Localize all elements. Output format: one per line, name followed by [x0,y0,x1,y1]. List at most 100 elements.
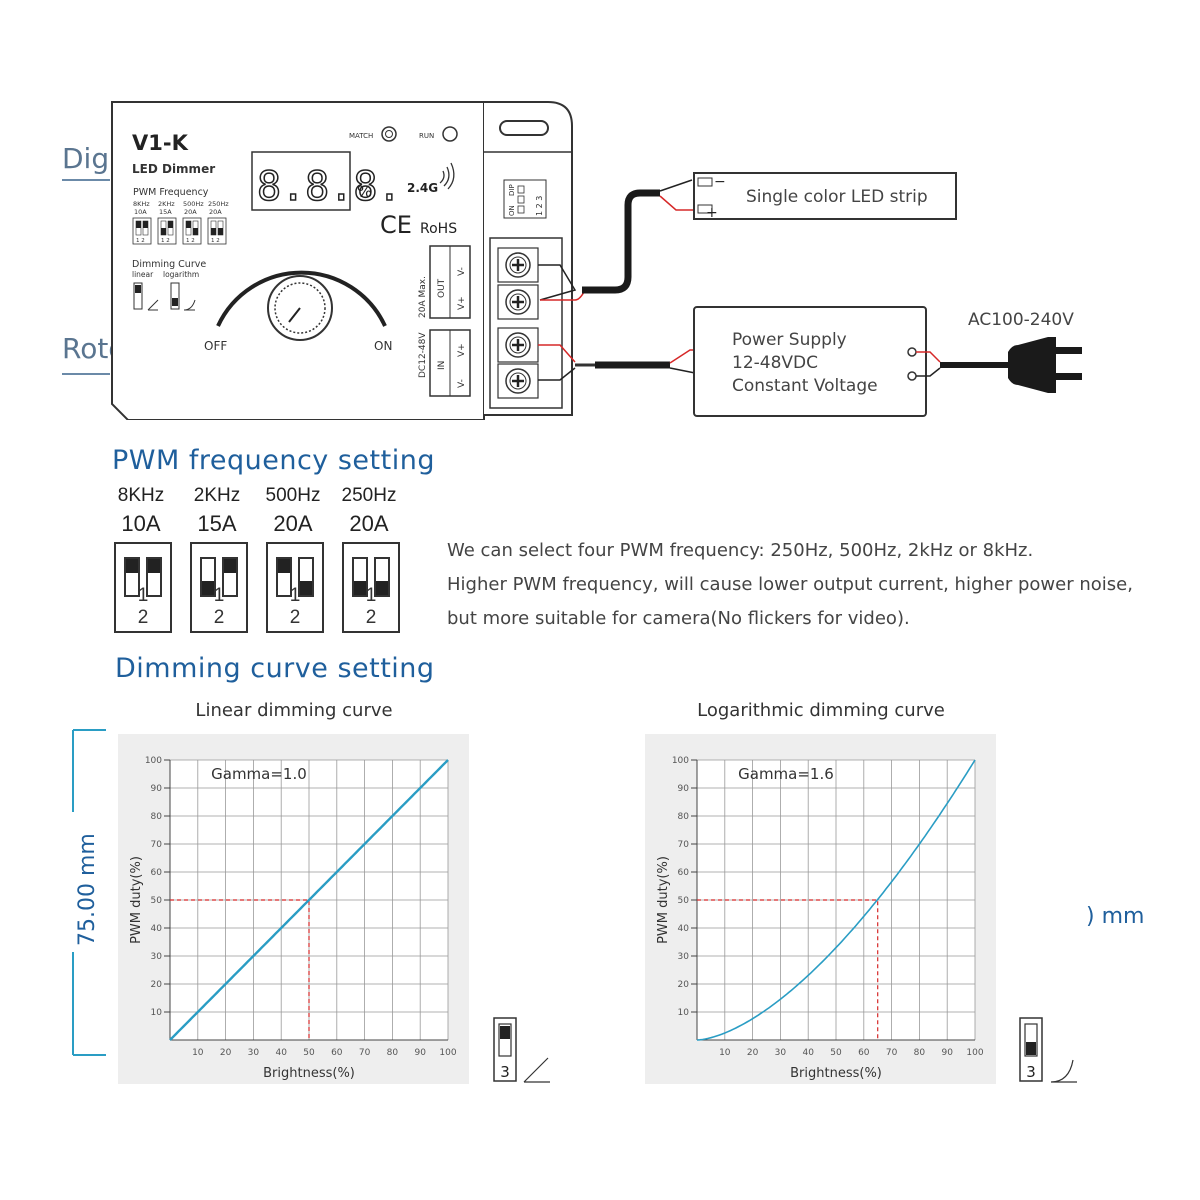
pwm-dip-switch[interactable]: 1 2 [114,542,172,633]
y-tick-label: 60 [151,868,163,878]
dimension-marker-left: 75.00 mm [69,729,106,1056]
dip-toggle[interactable] [124,557,140,597]
dip-toggle-knob [224,559,236,573]
y-tick-label: 30 [151,952,163,962]
pwm-description-line-3: but more suitable for camera(No flickers… [447,608,910,629]
x-tick-label: 20 [220,1048,232,1058]
dimension-label-right: ) mm [1086,904,1145,929]
x-tick-label: 80 [914,1048,926,1058]
out-vminus: V- [457,267,467,276]
cropped-label-digi: Digi [62,142,117,175]
terminal-screws [497,247,539,399]
x-tick-label: 90 [414,1048,426,1058]
small-freq-label: 500Hz [183,200,204,208]
pwm-option-current: 20A [349,511,389,536]
pwm-option-label: 8KHz 10A [108,485,174,537]
x-tick-label: 60 [858,1048,870,1058]
y-tick-label: 70 [678,840,690,850]
dip-toggle-knob [1026,1042,1036,1055]
dip-toggle[interactable] [374,557,390,597]
dip-toggle-knob [278,559,290,573]
x-tick-label: 30 [248,1048,260,1058]
y-tick-label: 20 [151,980,163,990]
small-freq-label: 250Hz [208,200,229,208]
y-tick-label: 50 [678,896,690,906]
pwm-section-title: PWM frequency setting [112,445,435,476]
small-freq-label: 2KHz [158,200,175,208]
pwm-frequency-label: PWM Frequency [133,187,209,198]
dip-numbers: 1 2 [137,585,157,628]
linear-curve-icon [523,1057,550,1083]
rf-label: 2.4G [407,181,438,195]
y-tick-label: 100 [672,756,689,766]
dimension-label-left: 75.00 mm [75,833,100,946]
dip-toggle[interactable] [200,557,216,597]
svg-text:1 2: 1 2 [136,238,145,244]
curve-dip-switch[interactable] [503,179,547,219]
svg-text:1 2: 1 2 [161,238,170,244]
chart-title: Logarithmic dimming curve [697,700,945,721]
y-tick-label: 40 [151,924,163,934]
knob-on-label: ON [374,339,392,353]
match-label: MATCH [349,132,373,140]
dip-toggle-knob [202,581,214,595]
y-tick-label: 90 [678,784,690,794]
reference-marker [697,899,879,1040]
in-vplus: V+ [457,343,467,357]
dip-toggle[interactable] [352,557,368,597]
dip-toggle-knob [500,1026,510,1039]
rohs-mark: RoHS [420,221,457,237]
y-tick-label: 30 [678,952,690,962]
seven-segment-display [251,151,351,211]
dimmer-housing [111,101,485,420]
x-tick-label: 70 [359,1048,371,1058]
pwm-option-current: 10A [121,511,161,536]
y-tick-label: 60 [678,868,690,878]
pwm-option-current: 15A [197,511,237,536]
dip-toggle[interactable] [298,557,314,597]
x-tick-label: 90 [941,1048,953,1058]
wiring-diagram: Digi Roto V1-K LED Dimmer PWM Frequency … [62,101,1082,420]
dimming-charts: Linear dimming curve 10 20 30 40 50 60 70 80 90 10… [118,700,1077,1084]
chart-title: Linear dimming curve [195,700,392,721]
reference-marker [170,899,310,1040]
led-strip-label: Single color LED strip [746,187,928,207]
x-axis-label: Brightness(%) [790,1066,882,1081]
x-tick-label: 40 [275,1048,287,1058]
power-supply [693,306,927,417]
dip-numbers: 1 2 [365,585,385,628]
y-tick-label: 10 [678,1008,690,1018]
log-curve-icon [1050,1059,1077,1083]
model-name: V1-K [132,131,189,155]
led-plus: + [706,205,718,221]
small-amp-label: 20A [209,208,222,216]
dimming-curve-label: Dimming Curve [132,259,206,270]
pwm-dip-switch[interactable]: 1 2 [190,542,248,633]
gamma-annotation: Gamma=1.6 [738,765,834,783]
knob-off-label: OFF [204,339,227,353]
max-current-label: 20A Max. [418,276,428,318]
y-tick-label: 70 [151,840,163,850]
pwm-option-frequency: 8KHz [117,485,165,506]
y-tick-label: 90 [151,784,163,794]
x-tick-label: 100 [439,1048,456,1058]
pwm-option-frequency: 2KHz [193,485,241,506]
wireless-icon [439,162,455,190]
small-amp-label: 20A [184,208,197,216]
dimmer-arc [216,270,387,327]
dimming-section-title: Dimming curve setting [115,653,435,684]
dip-toggle[interactable] [146,557,162,597]
dip-toggle-knob [354,581,366,595]
pwm-dip-switch[interactable]: 1 2 [342,542,400,633]
out-label: OUT [437,278,447,298]
ac-voltage-label: AC100-240V [968,310,1074,330]
dip-toggle-knob [300,581,312,595]
x-tick-label: 10 [192,1048,204,1058]
small-freq-label: 8KHz [133,200,150,208]
pwm-description-line-2: Higher PWM frequency, will cause lower o… [447,574,1133,595]
pwm-dip-switch[interactable]: 1 2 [266,542,324,633]
dip-toggle[interactable] [276,557,292,597]
dip-toggle[interactable] [222,557,238,597]
y-tick-label: 50 [151,896,163,906]
